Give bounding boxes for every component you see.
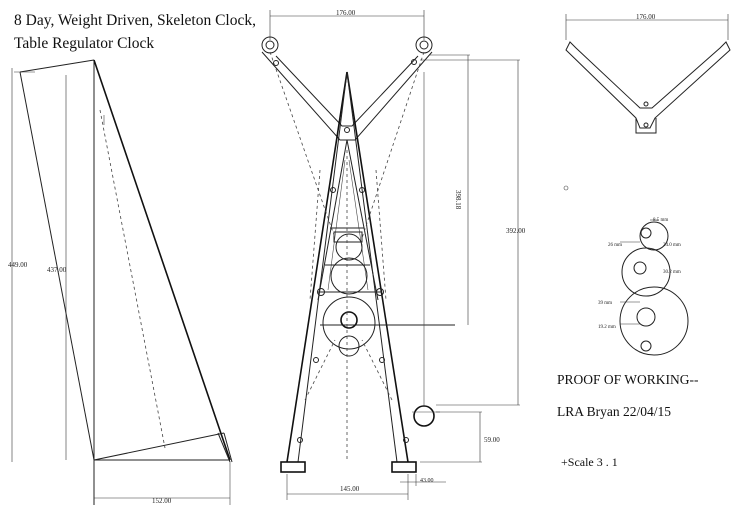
top-view (563, 14, 731, 191)
front-elevation (261, 10, 520, 500)
dim-frame-top-width: 176.00 (336, 9, 356, 17)
gear-train (619, 219, 689, 356)
wheel-label-6: 19.2 mm (598, 325, 616, 330)
wheel-label-3: 24.0 mm (663, 243, 681, 248)
dim-weight-drop: 59.00 (484, 436, 500, 444)
wheel-label-2: 26 mm (608, 243, 622, 248)
dim-foot-width: 43.00 (420, 478, 434, 484)
dim-left-height-outer: 449.00 (8, 261, 28, 269)
side-elevation (11, 59, 233, 505)
dim-inner-height: 398.18 (454, 190, 462, 210)
wheel-label-4: 30.2 mm (663, 270, 681, 275)
dimension-labels-front: 176.00 398.18 392.00 59.00 145.00 43.00 (336, 9, 526, 493)
drawing-title-line1: 8 Day, Weight Driven, Skeleton Clock, (14, 12, 256, 29)
dim-left-height-inner: 437.00 (47, 266, 67, 274)
author-date-note: LRA Bryan 22/04/15 (557, 404, 671, 419)
wheel-labels: 8.5 mm 26 mm 24.0 mm 30.2 mm 39 mm 19.2 … (598, 218, 681, 330)
scale-note: +Scale 3 . 1 (561, 455, 618, 469)
proof-of-working-note: PROOF OF WORKING-- (557, 372, 699, 387)
dim-base-width-left: 152.00 (152, 497, 172, 505)
dim-side-view-width: 176.00 (636, 13, 656, 21)
wheel-label-5: 39 mm (598, 301, 612, 306)
dimension-labels-left: 449.00 437.00 152.00 (8, 261, 172, 505)
drawing-title-line2: Table Regulator Clock (14, 35, 155, 52)
dim-overall-height: 392.00 (506, 227, 526, 235)
dim-foot-span: 145.00 (340, 485, 360, 493)
wheel-label-1: 8.5 mm (653, 218, 668, 223)
dimension-labels-top-view: 176.00 (636, 13, 656, 21)
